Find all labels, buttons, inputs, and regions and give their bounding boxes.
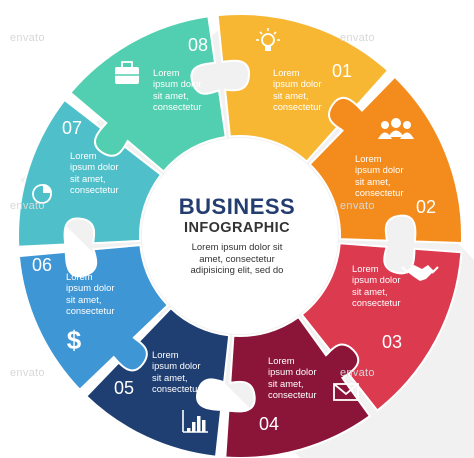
segment-03-number: 03 bbox=[382, 332, 403, 352]
segment-text-line: sit amet, bbox=[153, 89, 189, 101]
segment-text-line: ipsum dolor bbox=[268, 366, 317, 378]
watermark: envato bbox=[10, 367, 45, 379]
segment-04-text: Lorem ipsum dolor sit amet, consectetur bbox=[268, 355, 316, 401]
segment-04-number: 04 bbox=[259, 414, 280, 434]
segment-text-line: Lorem bbox=[268, 355, 295, 366]
center-description-line: amet, consectetur bbox=[199, 253, 275, 265]
segment-text-line: consectetur bbox=[70, 184, 119, 196]
segment-text-line: Lorem bbox=[70, 150, 97, 161]
puzzle-piece-06 bbox=[17, 244, 170, 392]
segment-text-line: sit amet, bbox=[355, 175, 391, 187]
segment-text-line: ipsum dolor bbox=[153, 78, 202, 90]
watermark: envato bbox=[340, 32, 375, 44]
puzzle-piece-08 bbox=[68, 15, 227, 173]
segment-07-number: 07 bbox=[62, 118, 83, 138]
segment-08-text: Lorem ipsum dolor sit amet, consectetur bbox=[153, 67, 201, 113]
segment-text-line: sit amet, bbox=[152, 371, 188, 383]
bar-chart-icon bbox=[182, 410, 208, 433]
segment-text-line: sit amet, bbox=[70, 172, 106, 184]
segment-text-line: ipsum dolor bbox=[355, 164, 404, 176]
segment-08-number: 08 bbox=[188, 35, 209, 55]
dollar-icon: $ bbox=[67, 325, 82, 355]
segment-text-line: consectetur bbox=[352, 297, 401, 309]
segment-text-line: sit amet, bbox=[273, 89, 309, 101]
segment-03-text: Lorem ipsum dolor sit amet, consectetur bbox=[352, 263, 400, 309]
segment-text-line: ipsum dolor bbox=[70, 161, 119, 173]
segment-text-line: consectetur bbox=[152, 383, 201, 395]
center-description-line: Lorem ipsum dolor sit bbox=[191, 242, 283, 253]
segment-05-text: Lorem ipsum dolor sit amet, consectetur bbox=[152, 349, 200, 395]
segment-text-line: consectetur bbox=[273, 101, 322, 113]
watermark: envato bbox=[340, 200, 375, 212]
segment-02-text: Lorem ipsum dolor sit amet, consectetur bbox=[355, 153, 403, 199]
segment-07-text: Lorem ipsum dolor sit amet, consectetur bbox=[70, 150, 118, 196]
segment-text-line: Lorem bbox=[152, 349, 179, 360]
segment-05-number: 05 bbox=[114, 378, 135, 398]
segment-text-line: Lorem bbox=[355, 153, 382, 164]
segment-text-line: ipsum dolor bbox=[352, 274, 401, 286]
handshake-icon bbox=[401, 265, 439, 281]
center-description: Lorem ipsum dolor sit amet, consectetur … bbox=[164, 242, 310, 277]
pie-chart-icon bbox=[32, 184, 52, 204]
segment-text-line: ipsum dolor bbox=[273, 78, 322, 90]
segment-text-line: sit amet, bbox=[268, 377, 304, 389]
segment-01-text: Lorem ipsum dolor sit amet, consectetur bbox=[273, 67, 321, 113]
segment-text-line: sit amet, bbox=[352, 285, 388, 297]
segment-text-line: Lorem bbox=[66, 271, 93, 282]
center-description-line: adipisicing elit, sed do bbox=[190, 265, 284, 276]
segment-text-line: consectetur bbox=[66, 305, 115, 317]
svg-text:$: $ bbox=[67, 325, 82, 355]
segment-text-line: ipsum dolor bbox=[152, 360, 201, 372]
center-subtitle: INFOGRAPHIC bbox=[184, 220, 290, 236]
watermark: envato bbox=[10, 200, 45, 212]
segment-01-number: 01 bbox=[332, 61, 353, 81]
segment-text-line: ipsum dolor bbox=[66, 282, 115, 294]
segment-text-line: consectetur bbox=[268, 389, 317, 401]
people-icon bbox=[378, 118, 414, 139]
puzzle-piece-02 bbox=[308, 75, 463, 245]
segment-06-text: Lorem ipsum dolor sit amet, consectetur bbox=[66, 271, 114, 317]
segment-02-number: 02 bbox=[416, 197, 437, 217]
center-title: BUSINESS bbox=[178, 194, 296, 219]
segment-text-line: consectetur bbox=[153, 101, 202, 113]
watermark: envato bbox=[340, 367, 375, 379]
watermark: envato bbox=[10, 32, 45, 44]
segment-text-line: consectetur bbox=[355, 187, 404, 199]
center-circle bbox=[142, 138, 338, 334]
segment-text-line: Lorem bbox=[352, 263, 379, 274]
lightbulb-icon bbox=[256, 28, 280, 51]
briefcase-icon bbox=[115, 61, 139, 84]
segment-text-line: Lorem bbox=[273, 67, 300, 78]
segment-text-line: sit amet, bbox=[66, 293, 102, 305]
segment-text-line: Lorem bbox=[153, 67, 180, 78]
envelope-icon bbox=[333, 383, 359, 401]
segment-06-number: 06 bbox=[32, 255, 53, 275]
